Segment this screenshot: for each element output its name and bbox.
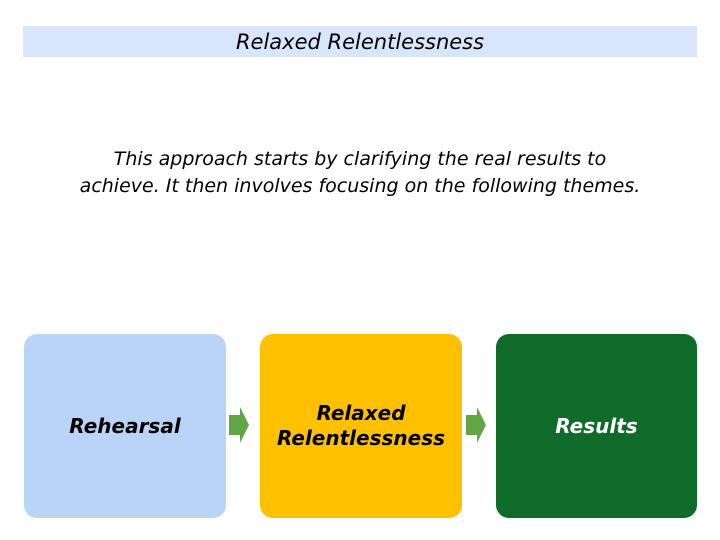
- flow-box-rehearsal-label: Rehearsal: [69, 413, 181, 438]
- flow-box-rehearsal: Rehearsal: [24, 334, 226, 518]
- flow-box-results: Results: [496, 334, 697, 518]
- description-line-1: This approach starts by clarifying the r…: [113, 148, 607, 170]
- flow-box-relaxed-relentlessness: Relaxed Relentlessness: [260, 334, 462, 518]
- right-block-arrow-icon: [466, 406, 486, 444]
- right-block-arrow-icon: [229, 406, 249, 444]
- flow-box-results-label: Results: [555, 413, 638, 438]
- description-line-2: achieve. It then involves focusing on th…: [79, 175, 641, 197]
- title-bar: Relaxed Relentlessness: [23, 26, 697, 57]
- description-text: This approach starts by clarifying the r…: [0, 146, 720, 200]
- flow-box-relaxed-relentlessness-label: Relaxed Relentlessness: [276, 401, 446, 450]
- page-title: Relaxed Relentlessness: [235, 29, 485, 54]
